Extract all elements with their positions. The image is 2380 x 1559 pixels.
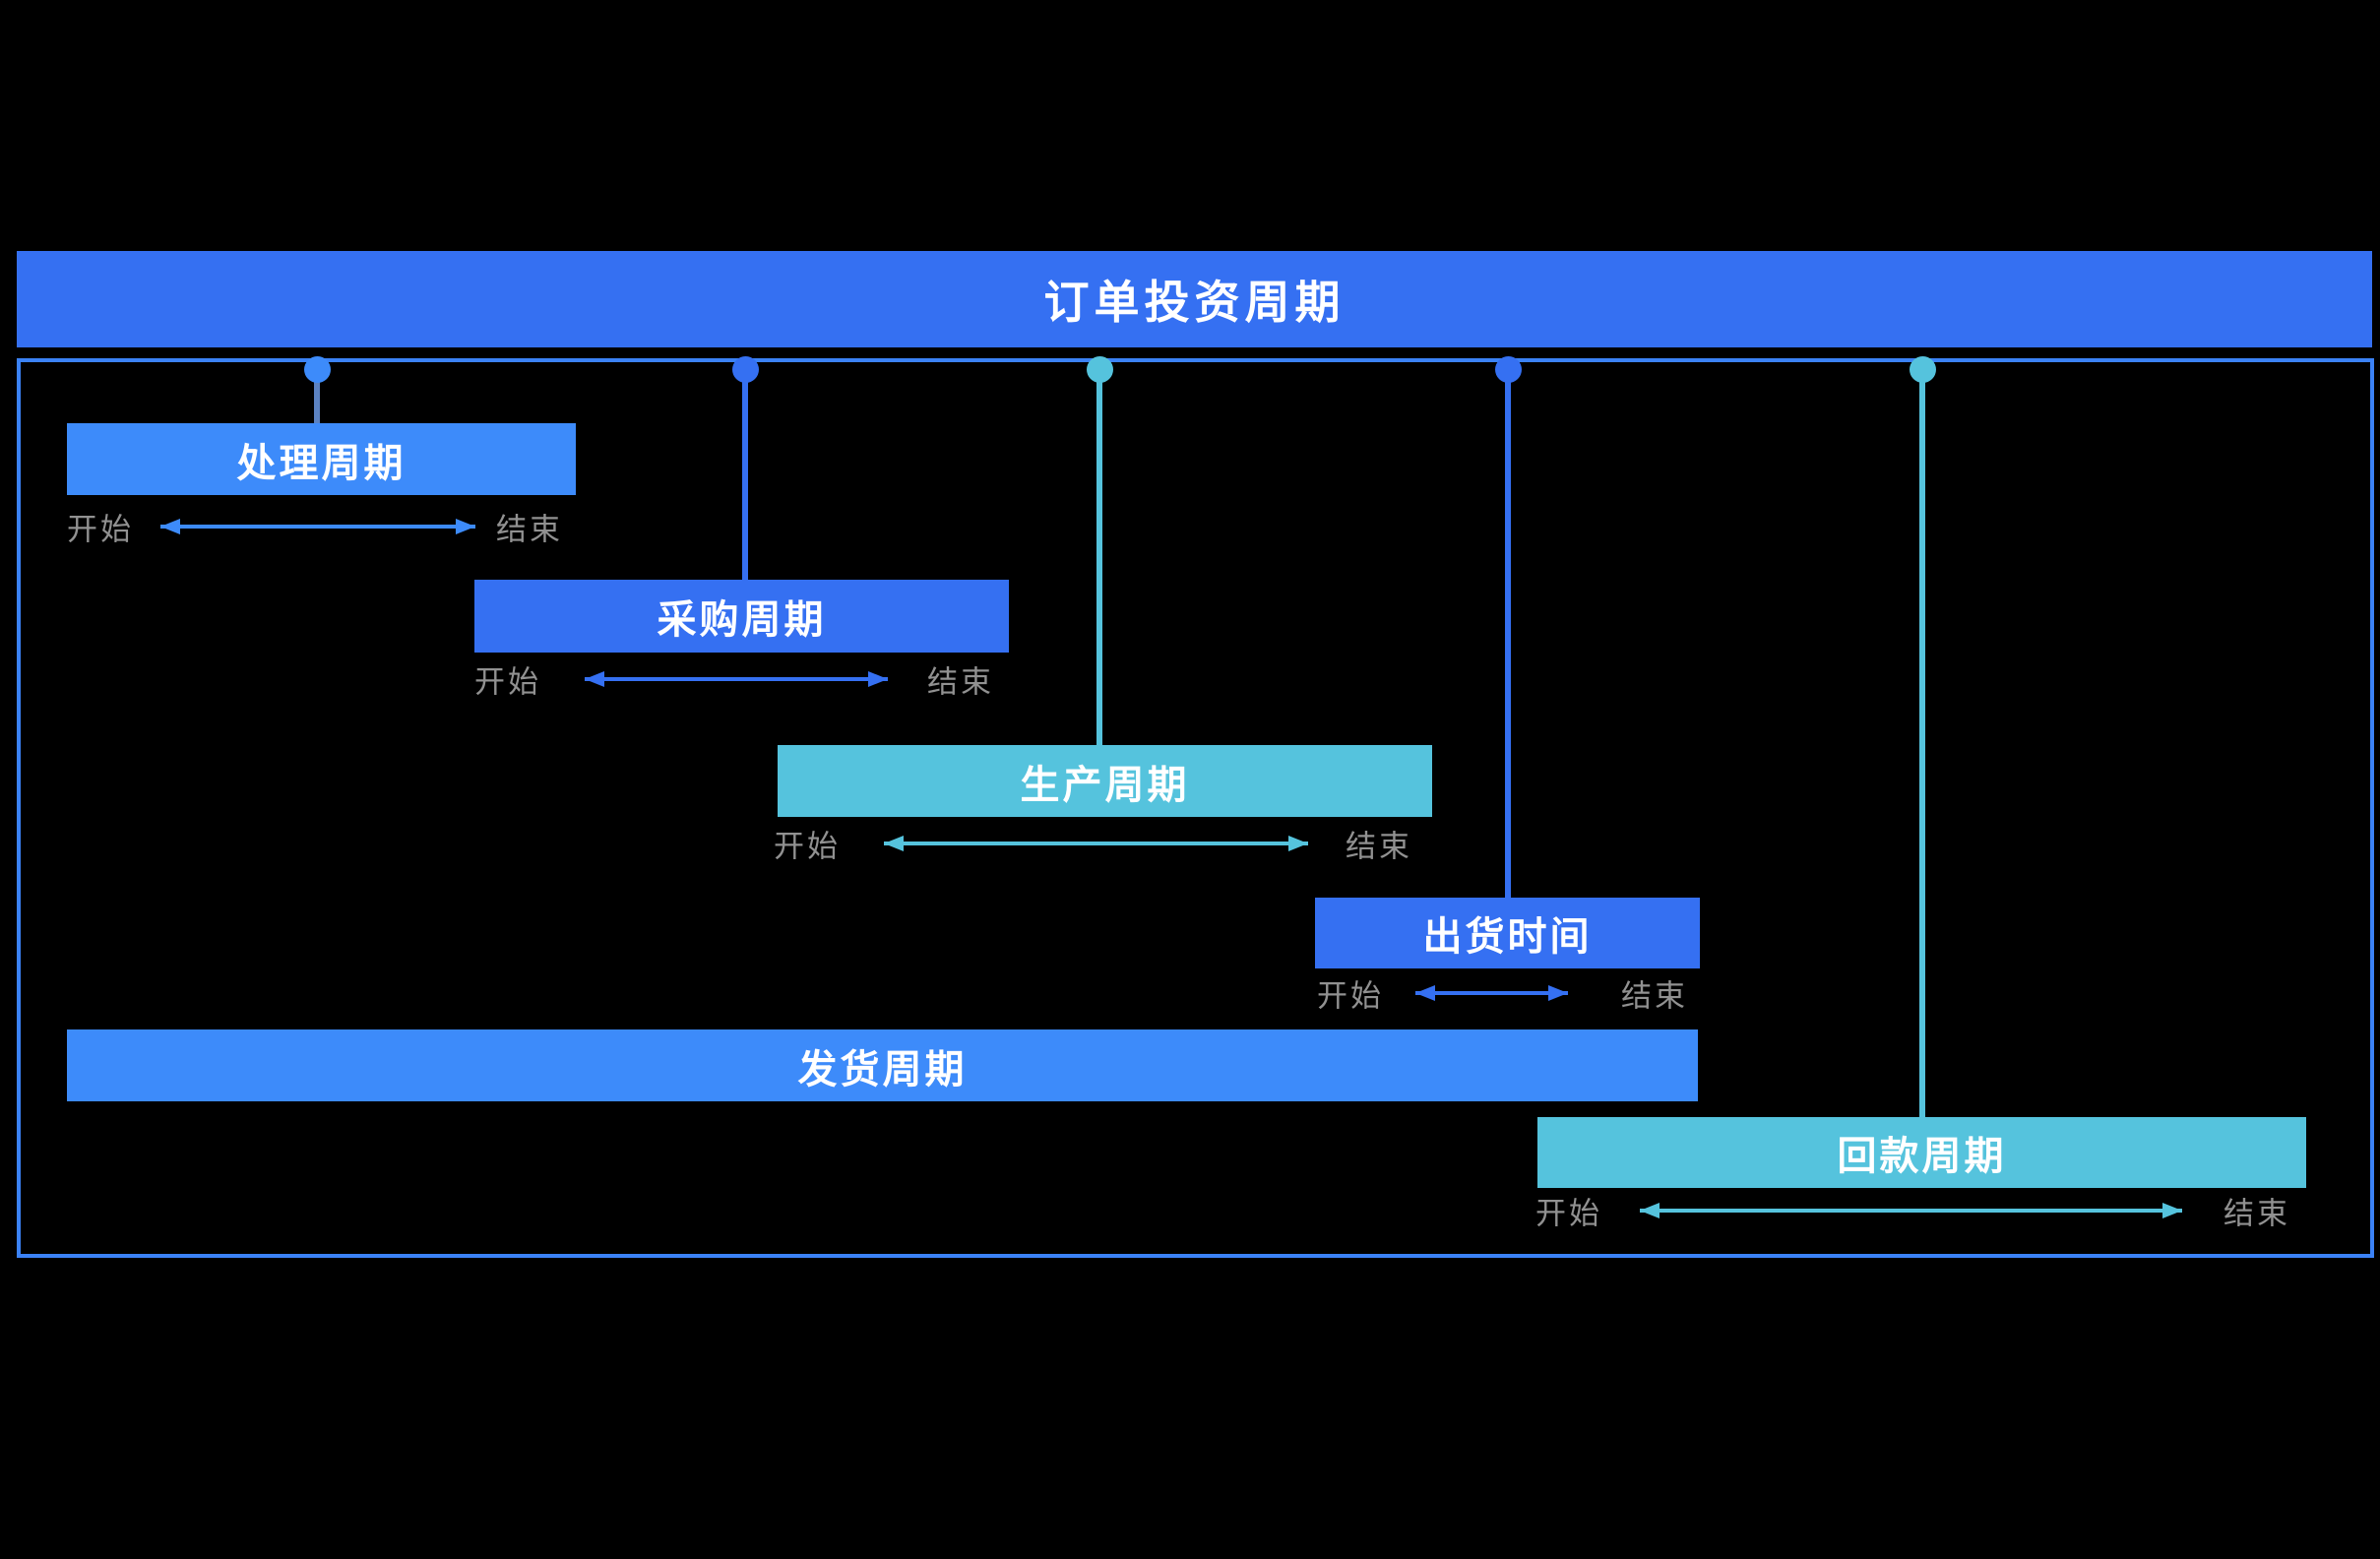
phase-bar-label: 生产周期 [1020, 762, 1190, 808]
connector-dot [731, 355, 759, 383]
phase-bar-label: 回款周期 [1837, 1134, 2007, 1179]
connector-dot [1909, 355, 1936, 383]
connector-dot [1494, 355, 1522, 383]
phase-bar-label: 处理周期 [236, 440, 407, 486]
connector-stem [1096, 369, 1102, 745]
range-end-label: 结束 [1346, 829, 1412, 865]
phase-bar-delivery-cycle: 发货周期 [67, 1029, 1698, 1101]
connector-dot [303, 355, 331, 383]
range-arrow [1640, 1209, 2182, 1213]
range-end-label: 结束 [927, 664, 994, 701]
range-start-label: 开始 [67, 512, 134, 548]
connector-stem [1505, 369, 1511, 898]
range-start-label: 开始 [1535, 1196, 1602, 1232]
phase-bar-label: 发货周期 [797, 1046, 968, 1092]
range-start-label: 开始 [1317, 978, 1384, 1015]
phase-bar-processing-cycle: 处理周期 [67, 423, 576, 495]
range-arrow [160, 525, 475, 529]
range-end-label: 结束 [1621, 978, 1688, 1015]
phase-bar-label: 出货时间 [1422, 914, 1593, 960]
connector-stem [314, 369, 320, 423]
phase-bar-production-cycle: 生产周期 [778, 745, 1432, 817]
phase-bar-shipping-time: 出货时间 [1315, 898, 1700, 968]
range-start-label: 开始 [774, 829, 841, 865]
connector-stem [1919, 369, 1925, 1117]
phase-bar-label: 采购周期 [657, 597, 827, 643]
range-arrow [884, 842, 1308, 845]
range-end-label: 结束 [496, 512, 563, 548]
phase-bar-procurement-cycle: 采购周期 [474, 580, 1009, 653]
connector-dot [1086, 355, 1113, 383]
range-start-label: 开始 [474, 664, 541, 701]
range-arrow [585, 677, 888, 681]
timeline-frame [17, 358, 2374, 1258]
connector-stem [742, 369, 748, 580]
range-arrow [1415, 991, 1568, 995]
header-bar: 订单投资周期 [17, 251, 2372, 347]
phase-bar-collection-cycle: 回款周期 [1537, 1117, 2306, 1188]
diagram-title: 订单投资周期 [1043, 276, 1346, 329]
range-end-label: 结束 [2223, 1196, 2290, 1232]
